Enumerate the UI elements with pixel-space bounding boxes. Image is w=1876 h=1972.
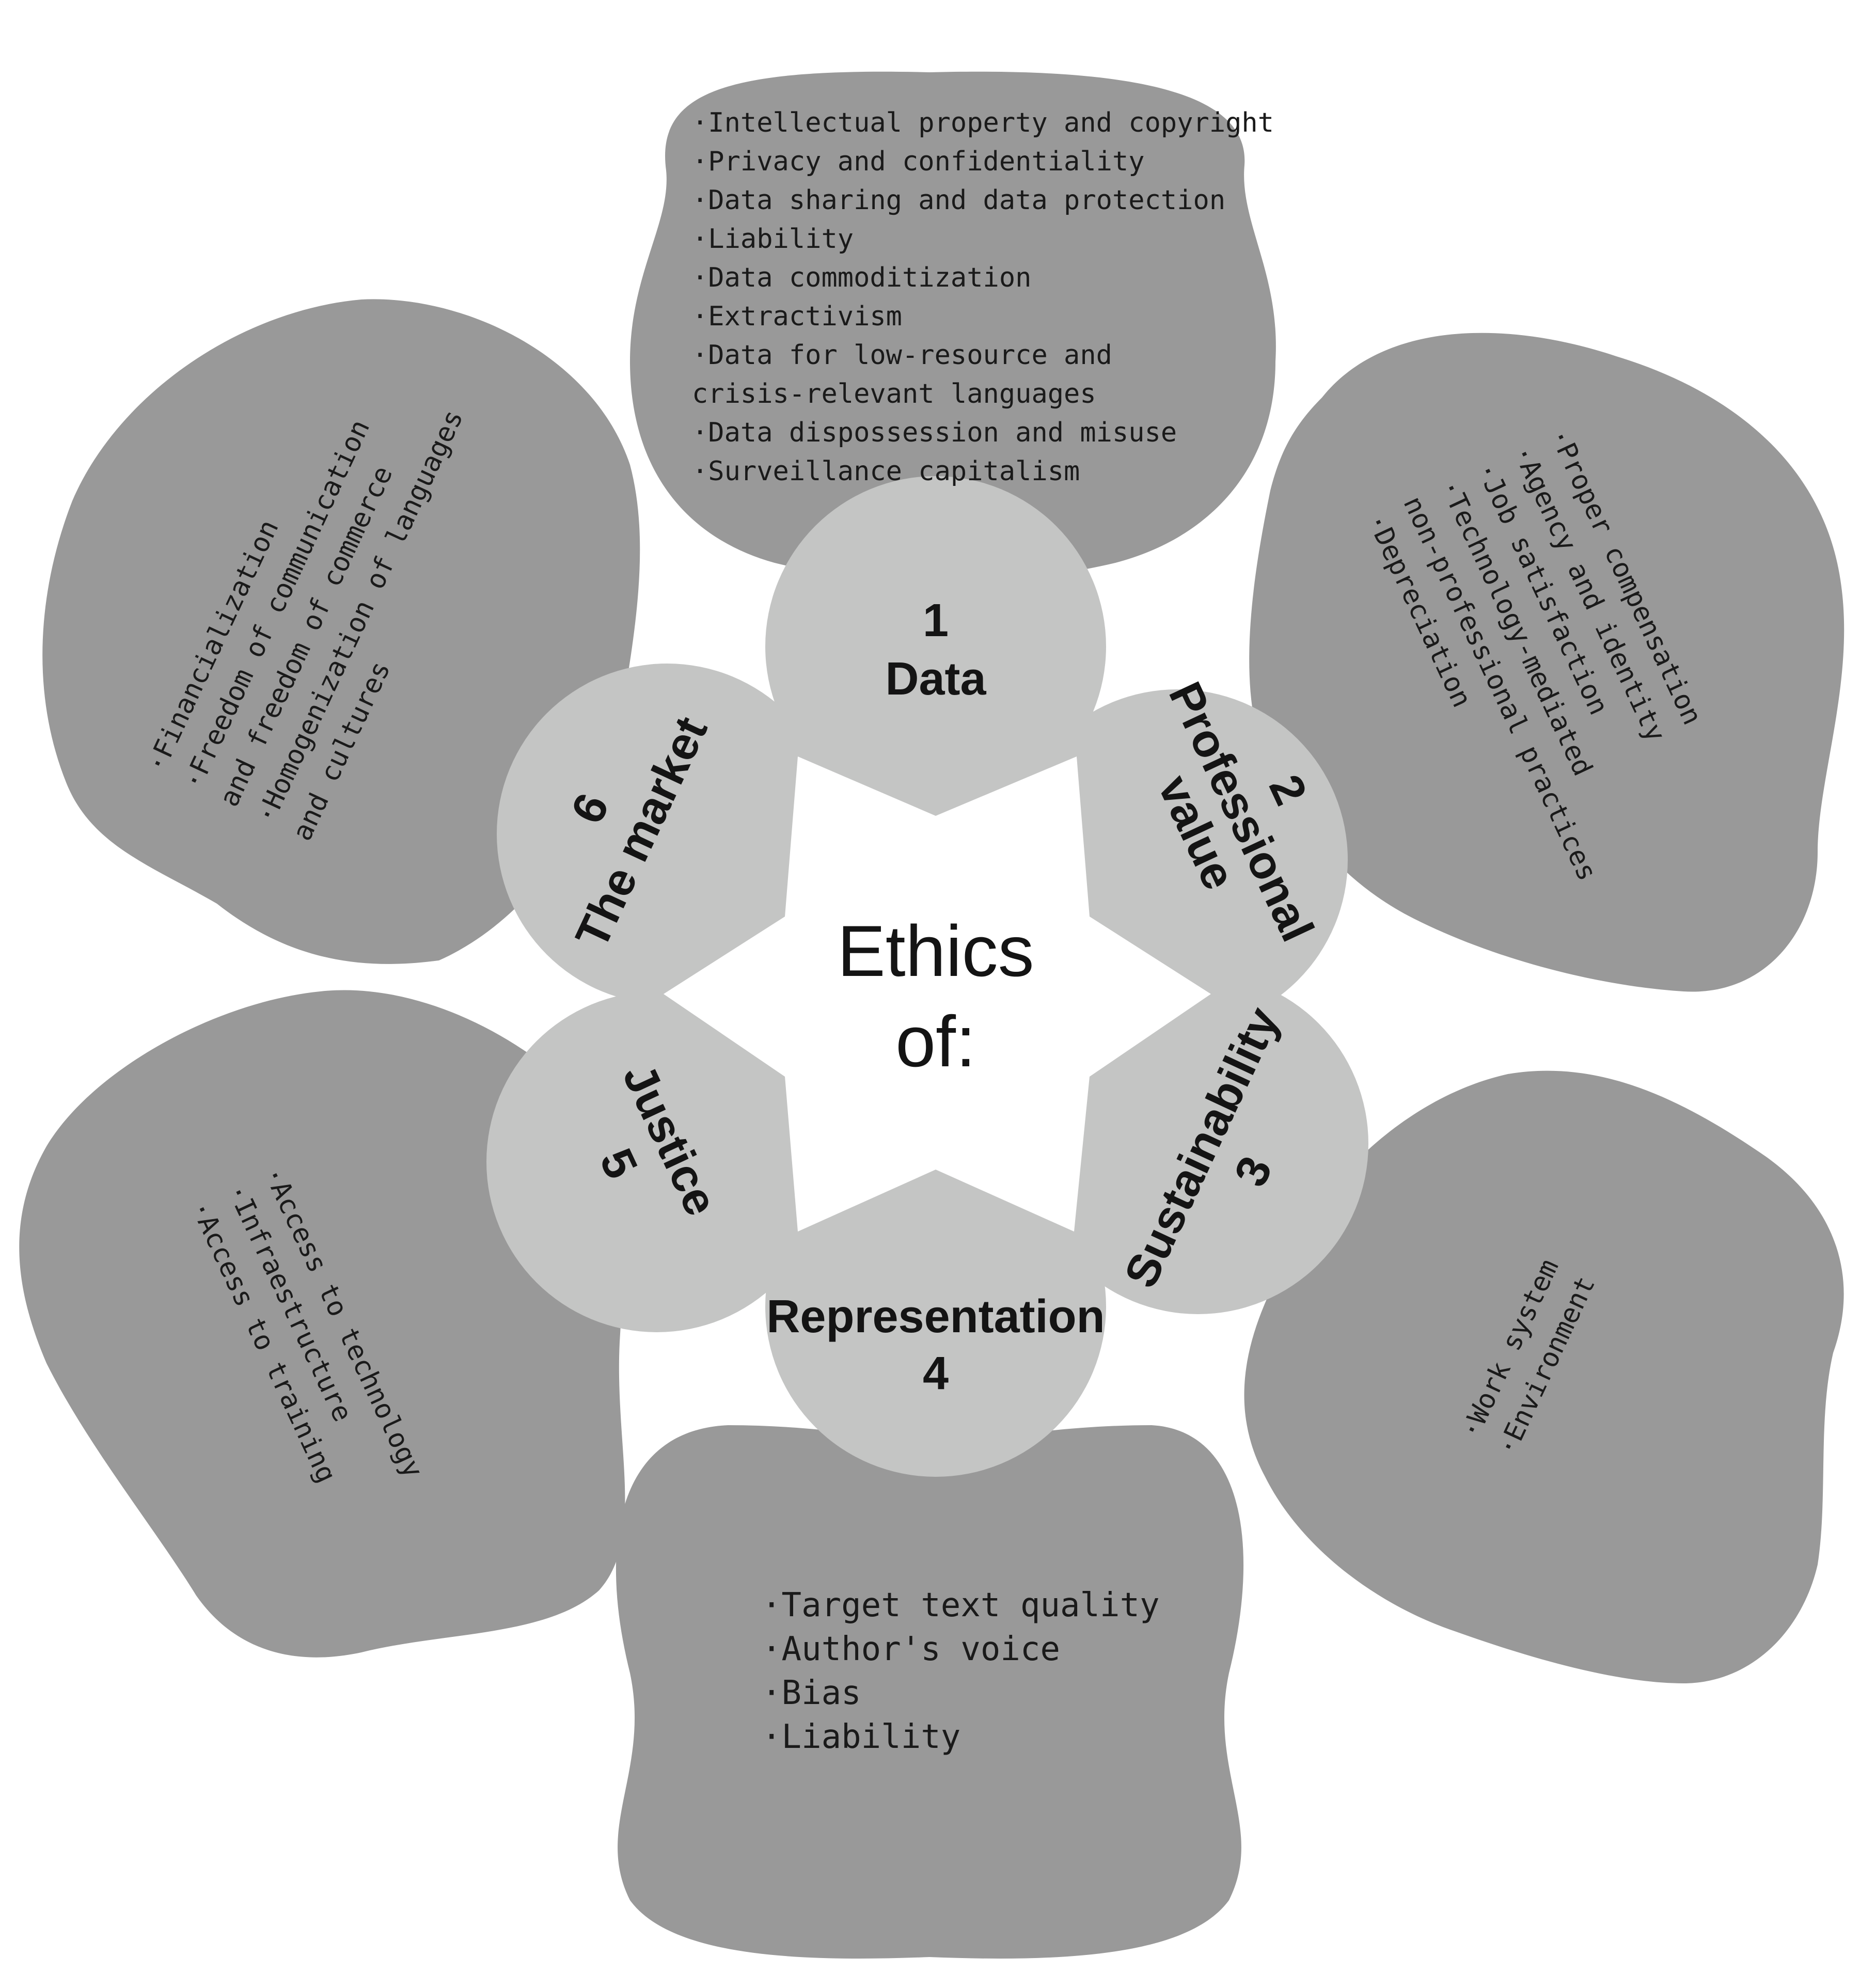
data-items-line: ·Data for low-resource and — [692, 340, 1112, 371]
center-title-line-2: of: — [895, 1001, 976, 1082]
representation-items-line: ·Liability — [762, 1718, 960, 1756]
center-title-line-1: Ethics — [837, 910, 1034, 991]
data-items-line: ·Privacy and confidentiality — [692, 146, 1145, 177]
representation-items-line: ·Bias — [762, 1674, 861, 1712]
market-items-blob — [42, 299, 640, 964]
justice-items-blob — [19, 990, 625, 1658]
data-items: ·Intellectual property and copyright ·Pri… — [692, 107, 1274, 487]
representation-items: ·Target text quality ·Author's voice ·Bias… — [762, 1586, 1160, 1756]
representation-number: 4 — [923, 1348, 949, 1399]
justice-circle — [486, 991, 827, 1332]
data-items-line: ·Data dispossession and misuse — [692, 417, 1177, 448]
data-items-blob — [630, 71, 1276, 582]
data-items-line: ·Data commoditization — [692, 262, 1031, 293]
data-items-line: ·Data sharing and data protection — [692, 185, 1225, 216]
representation-items-line: ·Target text quality — [762, 1586, 1160, 1624]
data-items-line: ·Liability — [692, 224, 854, 255]
representation-circle — [765, 1136, 1106, 1477]
data-circle — [765, 476, 1106, 817]
data-label: Data — [885, 653, 986, 705]
sustainability-items-blob — [1244, 1070, 1844, 1683]
data-items-line: ·Surveillance capitalism — [692, 456, 1080, 487]
center-star — [664, 756, 1211, 1232]
market-circle — [497, 664, 838, 1004]
data-number: 1 — [923, 595, 949, 646]
professional-items-blob — [1249, 333, 1845, 992]
representation-items-line: ·Author's voice — [762, 1630, 1060, 1668]
data-items-line: crisis-relevant languages — [692, 378, 1096, 409]
data-items-line: ·Extractivism — [692, 301, 902, 332]
data-items-line: ·Intellectual property and copyright — [692, 107, 1274, 138]
representation-items-blob — [616, 1425, 1244, 1959]
representation-label: Representation — [766, 1291, 1105, 1343]
